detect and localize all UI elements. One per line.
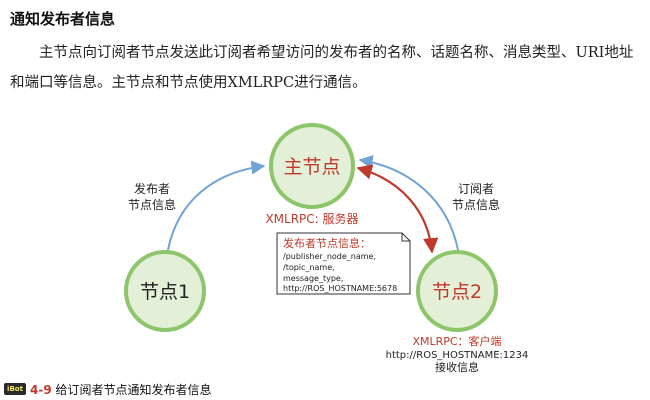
master-node-circle: [269, 123, 355, 209]
node2-uri-label: http://ROS_HOSTNAME:1234: [386, 350, 529, 361]
node2-circle: [416, 250, 498, 332]
note-line-3: message_type,: [283, 274, 343, 283]
note-line-2: /topic_name,: [283, 263, 335, 272]
node2-receive-label: 接收信息: [435, 360, 479, 374]
note-line-4: http://ROS_HOSTNAME:5678: [283, 284, 397, 293]
publisher-info-arrow: [167, 160, 266, 251]
xmlrpc-arrow: [356, 164, 439, 254]
publisher-info-note: [276, 232, 411, 295]
book-logo-badge: iBot: [4, 383, 26, 395]
subscriber-edge-label-1: 订阅者: [458, 182, 494, 196]
figure-caption-text: 给订阅者节点通知发布者信息: [55, 383, 212, 397]
figure-number: 4-9: [30, 383, 52, 397]
note-line-1: /publisher_node_name,: [283, 252, 376, 261]
node2-label: 节点2: [432, 281, 482, 303]
subscriber-edge-label-2: 节点信息: [452, 197, 500, 212]
node1-circle: [124, 250, 206, 332]
publisher-edge-label-1: 发布者: [134, 181, 170, 196]
body-paragraph: 主节点向订阅者节点发送此订阅者希望访问的发布者的名称、话题名称、消息类型、URI…: [10, 45, 634, 91]
node1-label: 节点1: [140, 281, 190, 303]
node2-role-label: XMLRPC：客户端: [412, 334, 501, 348]
section-heading: 通知发布者信息: [10, 10, 116, 28]
master-role-label: XMLRPC: 服务器: [265, 211, 358, 226]
publisher-edge-label-2: 节点信息: [128, 197, 176, 212]
note-title: 发布者节点信息：: [283, 236, 371, 250]
master-node-label: 主节点: [283, 156, 340, 178]
figure-caption: 4-9 给订阅者节点通知发布者信息: [30, 381, 212, 398]
